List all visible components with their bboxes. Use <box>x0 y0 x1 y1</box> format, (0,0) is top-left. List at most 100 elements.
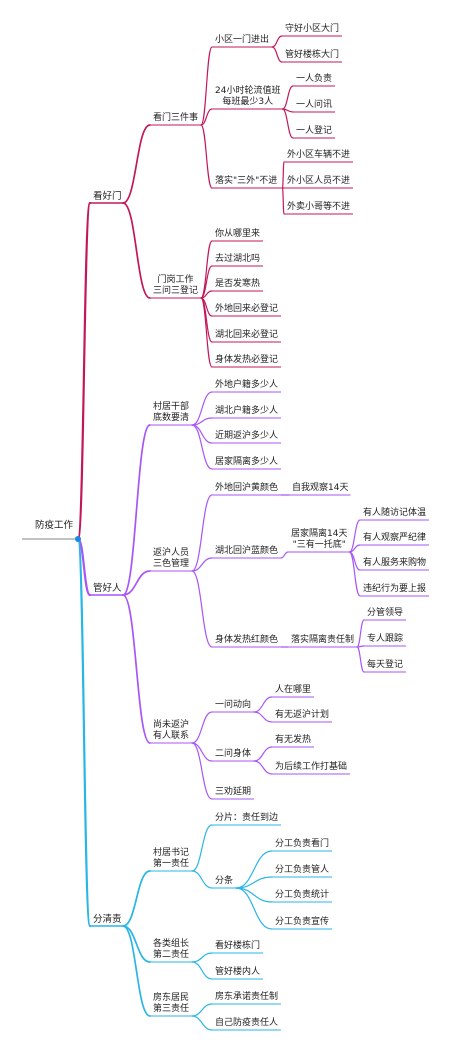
connector <box>122 124 151 204</box>
mindmap-node: 守好小区大门 <box>285 24 340 34</box>
mindmap-node: 落实"三外"不进 <box>215 176 278 186</box>
connector <box>122 925 151 963</box>
connector <box>122 570 151 596</box>
mindmap-node: 是否发寒热 <box>215 279 261 289</box>
mindmap-node: 近期返沪多少人 <box>215 431 279 441</box>
connector <box>76 201 92 541</box>
connector <box>356 646 365 673</box>
connector <box>281 161 285 189</box>
mindmap-node: 每天登记 <box>367 660 404 670</box>
mindmap-node: 小区一门进出 <box>215 35 270 45</box>
connector <box>191 570 213 648</box>
mindmap-node: 有无发热 <box>275 735 312 745</box>
connector <box>191 424 213 470</box>
connector <box>281 108 294 139</box>
mindmap-node: 看好楼栋门 <box>215 941 261 951</box>
connector <box>200 124 213 189</box>
mindmap-node: 分工负责看门 <box>275 839 330 849</box>
connector <box>348 519 361 553</box>
connector <box>191 824 213 872</box>
mindmap-node: 分工负责统计 <box>275 890 330 900</box>
mindmap-node: 专人跟踪 <box>367 634 404 644</box>
mindmap-node: 有人服务来购物 <box>363 558 427 568</box>
connector <box>235 887 273 930</box>
connector <box>281 85 294 110</box>
mindmap-node: 返沪人员 三色管理 <box>153 548 190 569</box>
connector <box>253 711 273 723</box>
connector <box>200 297 213 368</box>
mindmap-node: 居家隔离14天 "三有一托底" <box>291 529 348 550</box>
connector <box>200 265 213 299</box>
connector <box>191 391 213 426</box>
mindmap-node: 外地回来必登记 <box>215 304 279 314</box>
mindmap-node: 外卖小哥等不进 <box>287 202 351 212</box>
connector <box>191 424 213 444</box>
mindmap-node: 外小区人员不进 <box>287 176 351 186</box>
connector <box>122 594 151 744</box>
connector <box>122 925 151 1017</box>
mindmap-node: 一人登记 <box>296 126 333 136</box>
connector <box>191 742 213 800</box>
mindmap-node: 分条 <box>215 876 234 886</box>
root-junction-dot <box>75 536 81 542</box>
connector <box>76 537 92 928</box>
connector <box>191 1003 213 1017</box>
mindmap-node: 看门三件事 <box>153 113 199 123</box>
mindmap-node: 你从哪里来 <box>215 229 261 239</box>
mindmap-node: 去过湖北吗 <box>215 254 261 264</box>
mindmap-node: 24小时轮流值班 每班最少3人 <box>215 86 281 107</box>
connector <box>191 952 213 963</box>
connector <box>200 46 213 126</box>
connector <box>235 850 273 889</box>
mindmap-node: 落实隔离责任制 <box>291 635 355 645</box>
mindmap-node: 有无返沪计划 <box>275 710 330 720</box>
mindmap-node: 为后续工作打基础 <box>275 762 348 772</box>
connector <box>122 202 151 299</box>
mindmap-node: 自我观察14天 <box>292 483 349 493</box>
mindmap-node: 外地户籍多少人 <box>215 380 279 390</box>
mindmap-node: 一人问讯 <box>296 100 333 110</box>
root-node: 防疫工作 <box>35 520 74 531</box>
mindmap-node: 管好楼内人 <box>215 967 261 977</box>
mindmap-node: 分清责 <box>93 914 122 925</box>
connector <box>200 108 213 126</box>
mindmap-node: 湖北回来必登记 <box>215 330 279 340</box>
connector <box>253 746 273 762</box>
connector <box>191 711 213 744</box>
connector <box>253 760 273 775</box>
mindmap-node: 湖北回沪蓝颜色 <box>215 546 279 556</box>
mindmap-node: 村居干部 底数要清 <box>153 402 190 423</box>
mindmap-node: 村居书记 第一责任 <box>153 848 190 869</box>
mindmap-node: 违纪行为要上报 <box>363 584 427 594</box>
mindmap-node: 有人观察严纪律 <box>363 533 427 543</box>
mindmap-node: 一问动向 <box>215 700 252 710</box>
connector <box>191 961 213 980</box>
mindmap-node: 人在哪里 <box>275 685 312 695</box>
mindmap-node: 自己防疫责任人 <box>215 1018 279 1028</box>
connector <box>356 619 365 648</box>
mindmap-node: 一人负责 <box>296 74 333 84</box>
mindmap-node: 房东承诺责任制 <box>215 992 279 1002</box>
mindmap-node: 分工负责宣传 <box>275 917 330 927</box>
mindmap-node: 看好门 <box>93 191 122 202</box>
connector <box>122 424 151 596</box>
mindmap-node: 分工负责管人 <box>275 865 330 875</box>
mindmap-node: 三劝延期 <box>215 787 252 797</box>
mindmap-node: 门岗工作 三问三登记 <box>153 275 199 296</box>
connector <box>253 696 273 713</box>
connector <box>280 551 289 559</box>
connector <box>122 870 151 927</box>
mindmap-node: 二问身体 <box>215 749 252 759</box>
mindmap-node: 外地回沪黄颜色 <box>215 483 279 493</box>
connector <box>348 551 361 597</box>
connector <box>191 494 213 572</box>
mindmap-node: 分管领导 <box>367 608 404 618</box>
mindmap-node: 管好楼栋大门 <box>285 50 340 60</box>
mindmap-node: 居家隔离多少人 <box>215 457 279 467</box>
connector <box>191 1015 213 1031</box>
connector <box>191 557 213 572</box>
mindmap-node: 分片：责任到边 <box>215 813 279 823</box>
mindmap-node: 尚未返沪 有人联系 <box>153 720 190 741</box>
